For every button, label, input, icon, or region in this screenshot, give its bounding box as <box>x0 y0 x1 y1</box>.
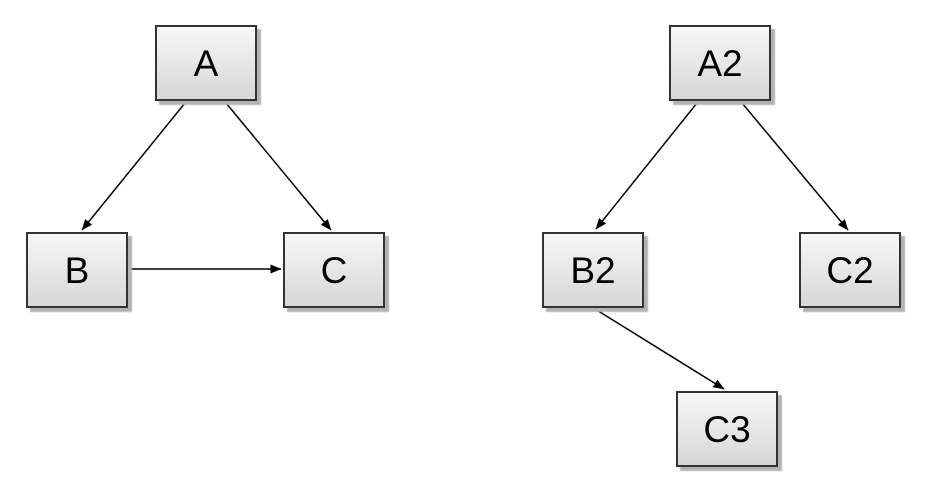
edge-B2-C3 <box>594 308 725 390</box>
edge-A-C <box>225 102 332 231</box>
node-C2[interactable]: C2 <box>799 232 901 308</box>
node-label: C3 <box>703 408 751 450</box>
node-A[interactable]: A <box>155 25 257 101</box>
node-label: A <box>193 42 219 84</box>
edge-A2-B2 <box>595 102 698 230</box>
node-A2[interactable]: A2 <box>669 25 771 101</box>
node-label: B <box>64 249 90 291</box>
edge-A2-C2 <box>741 102 849 231</box>
edge-A-B <box>81 102 186 231</box>
node-B2[interactable]: B2 <box>542 232 644 308</box>
node-label: C2 <box>826 249 874 291</box>
node-label: A2 <box>697 42 743 84</box>
node-C[interactable]: C <box>283 232 385 308</box>
node-label: C <box>320 249 348 291</box>
node-B[interactable]: B <box>26 232 128 308</box>
node-C3[interactable]: C3 <box>676 391 778 467</box>
node-label: B2 <box>570 249 616 291</box>
